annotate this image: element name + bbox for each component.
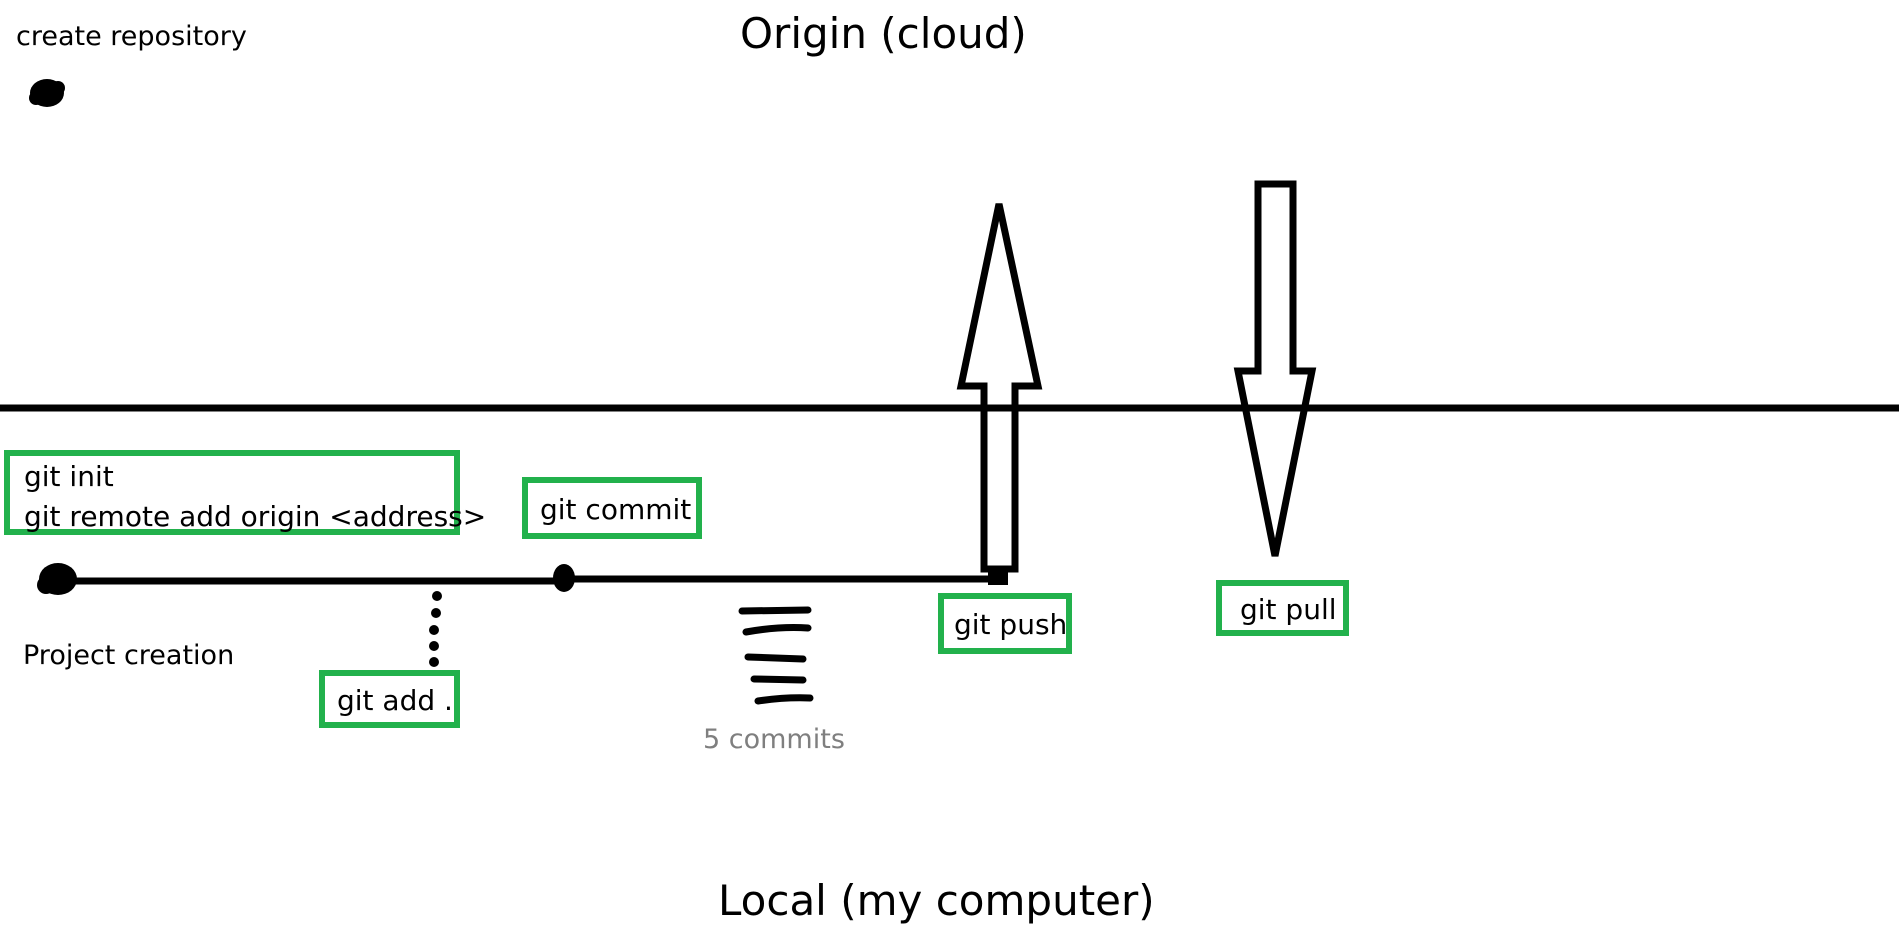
git-pull-box: git pull [1216,580,1349,636]
git-add-command: git add . [337,684,453,717]
local-title: Local (my computer) [718,876,1155,925]
git-push-command: git push [954,608,1068,641]
commit-dot [553,564,575,592]
git-push-box: git push [938,593,1072,654]
git-commit-command: git commit [540,493,692,526]
pull-arrow-down-icon [1233,180,1317,557]
commits-count-label: 5 commits [703,724,845,755]
project-creation-label: Project creation [23,640,235,671]
git-commit-box: git commit [522,477,702,539]
git-init-command: git init [24,460,114,493]
repository-dot [29,79,65,107]
commit-stack-icon [738,606,814,705]
git-init-box: git init git remote add origin <address> [4,450,487,535]
git-add-box: git add . [319,670,460,728]
push-connection-dot [988,569,1008,585]
git-pull-command: git pull [1240,593,1337,626]
origin-title: Origin (cloud) [740,9,1027,58]
project-creation-dot [37,563,77,595]
push-arrow-up-icon [956,203,1043,573]
git-remote-add-command: git remote add origin <address> [24,500,487,533]
create-repository-label: create repository [16,21,247,52]
git-add-dotted-line [429,591,442,667]
